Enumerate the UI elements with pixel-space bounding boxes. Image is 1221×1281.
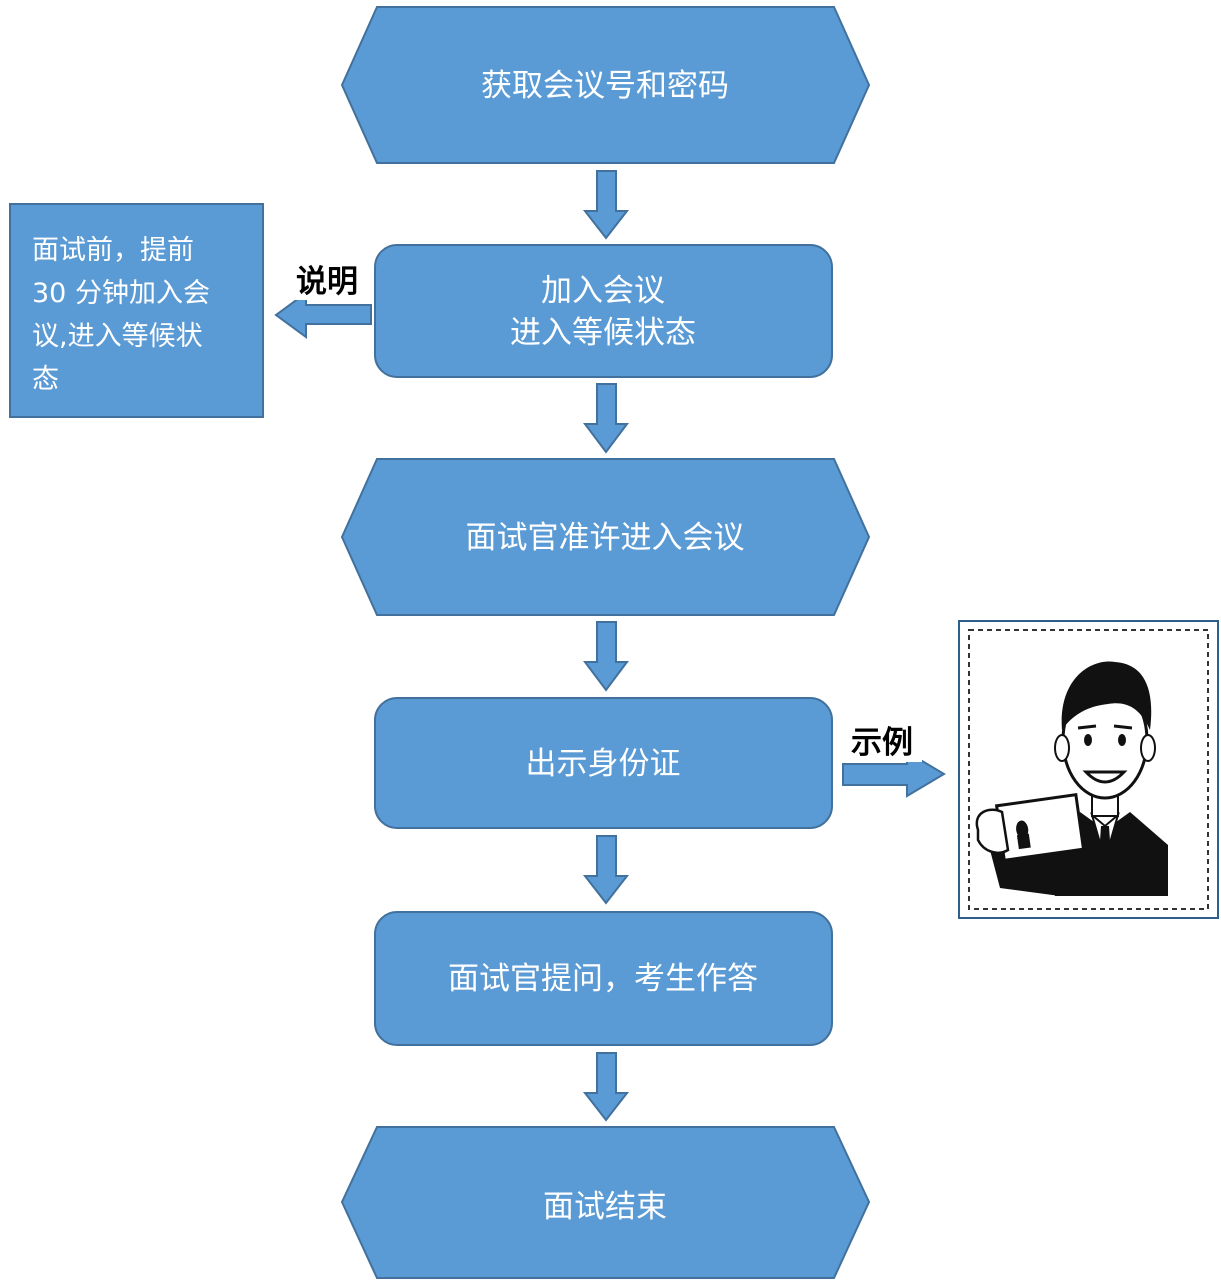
down-arrow-4	[582, 835, 630, 905]
note-line-3: 议,进入等候状	[32, 321, 203, 352]
note-line-1: 面试前，提前	[32, 235, 194, 266]
note-line-4: 态	[32, 364, 59, 395]
step-admit-label: 面试官准许进入会议	[466, 520, 745, 556]
explain-label: 说明	[296, 264, 358, 300]
step-get-meeting-label: 获取会议号和密码	[481, 68, 729, 104]
down-arrow-5	[582, 1052, 630, 1122]
step-show-id: 出示身份证	[374, 697, 833, 829]
step-join-meeting-label-2: 进入等候状态	[510, 315, 696, 351]
down-arrow-1	[582, 170, 630, 240]
step-end: 面试结束	[340, 1126, 871, 1279]
example-label: 示例	[851, 725, 913, 761]
left-arrow-explain	[274, 291, 372, 339]
step-show-id-label: 出示身份证	[526, 746, 681, 782]
down-arrow-2	[583, 383, 629, 454]
man-holding-id-card-illustration	[958, 620, 1219, 919]
note-line-2: 30 分钟加入会	[32, 278, 210, 309]
step-join-meeting-label-1: 加入会议	[541, 273, 665, 309]
step-get-meeting: 获取会议号和密码	[340, 6, 871, 164]
note-box: 面试前，提前 30 分钟加入会 议,进入等候状 态	[9, 203, 264, 418]
step-qa-label: 面试官提问，考生作答	[448, 961, 758, 997]
step-qa: 面试官提问，考生作答	[374, 911, 833, 1046]
step-join-meeting: 加入会议 进入等候状态	[374, 244, 833, 378]
step-end-label: 面试结束	[543, 1189, 667, 1225]
step-admit: 面试官准许进入会议	[340, 458, 871, 616]
down-arrow-3	[583, 621, 629, 692]
